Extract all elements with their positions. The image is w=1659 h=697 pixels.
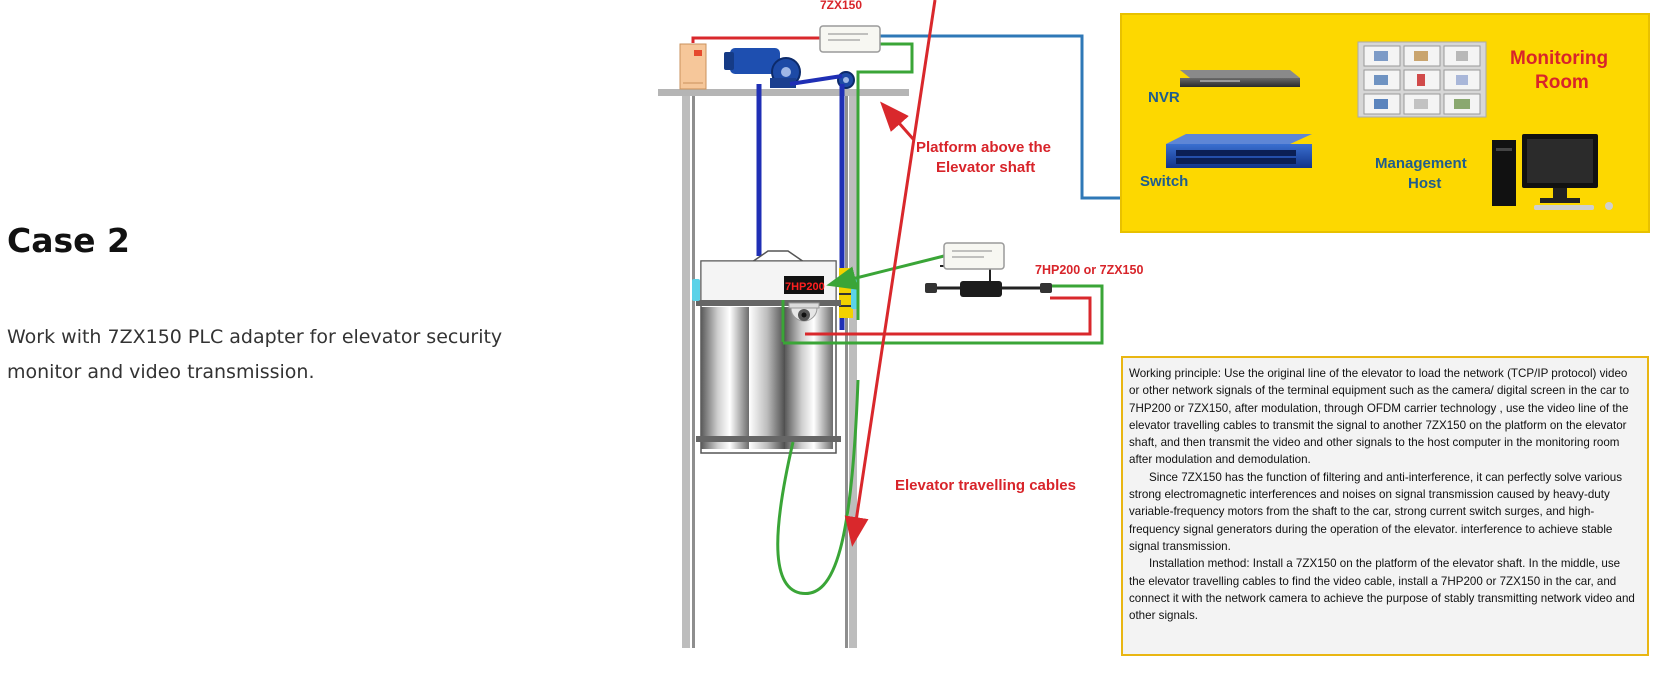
top-adapter-device (819, 25, 881, 53)
network-camera-icon (788, 302, 820, 322)
signal-arrow-car (826, 254, 945, 290)
control-cabinet (679, 43, 707, 90)
shaft-platform (658, 89, 909, 96)
car-device-label: 7HP200 or 7ZX150 (1035, 263, 1143, 277)
working-principle-paragraph: Working principle: Use the original line… (1129, 367, 1630, 467)
car-adapter-device (925, 242, 1052, 297)
shaft-rail-left (682, 96, 690, 648)
management-host-computer-icon (1492, 134, 1613, 210)
network-switch-icon (1166, 134, 1312, 168)
nvr-label: NVR (1148, 89, 1180, 106)
car-screen-label: 7HP200 (785, 281, 825, 293)
management-host-label-line2: Host (1408, 175, 1441, 192)
monitoring-room: NVR Switch Management Host Monitoring Ro… (1120, 13, 1650, 233)
monitor-wall (1357, 41, 1487, 118)
top-adapter-label: 7ZX150 (820, 0, 862, 12)
platform-label-line2: Elevator shaft (936, 159, 1035, 176)
travelling-cables-label: Elevator travelling cables (895, 477, 1076, 494)
travelling-cables-arrow (844, 0, 937, 547)
power-line-top (691, 36, 820, 43)
car-display-screen (784, 276, 824, 294)
working-principle-box: Working principle: Use the original line… (1121, 356, 1649, 656)
monitoring-room-title-line2: Room (1535, 72, 1589, 93)
anti-interference-paragraph: Since 7ZX150 has the function of filteri… (1129, 470, 1623, 553)
signal-line-top (856, 42, 914, 320)
switch-label: Switch (1140, 173, 1188, 190)
shaft-rail-left-edge (692, 96, 695, 648)
management-host-label-line1: Management (1375, 155, 1467, 172)
shaft-rail-right (849, 96, 857, 648)
platform-arrow (880, 101, 916, 141)
shaft-rail-right-edge (845, 96, 848, 648)
case-description: Work with 7ZX150 PLC adapter for elevato… (7, 326, 503, 383)
installation-method-paragraph: Installation method: Install a 7ZX150 on… (1129, 557, 1635, 623)
case-title: Case 2 (7, 221, 130, 260)
traction-motor (724, 48, 855, 89)
elevator-car (692, 250, 859, 454)
hoist-rope-top (789, 74, 843, 86)
travelling-cable-loop (776, 379, 860, 596)
nvr-device-icon (1180, 70, 1300, 87)
counterweight (839, 268, 853, 318)
monitoring-room-title-line1: Monitoring (1510, 48, 1608, 69)
car-signal-line-outer (783, 284, 1104, 345)
elevator-shaft (658, 89, 909, 648)
car-power-line (805, 296, 1092, 336)
platform-label-line1: Platform above the (916, 139, 1051, 156)
